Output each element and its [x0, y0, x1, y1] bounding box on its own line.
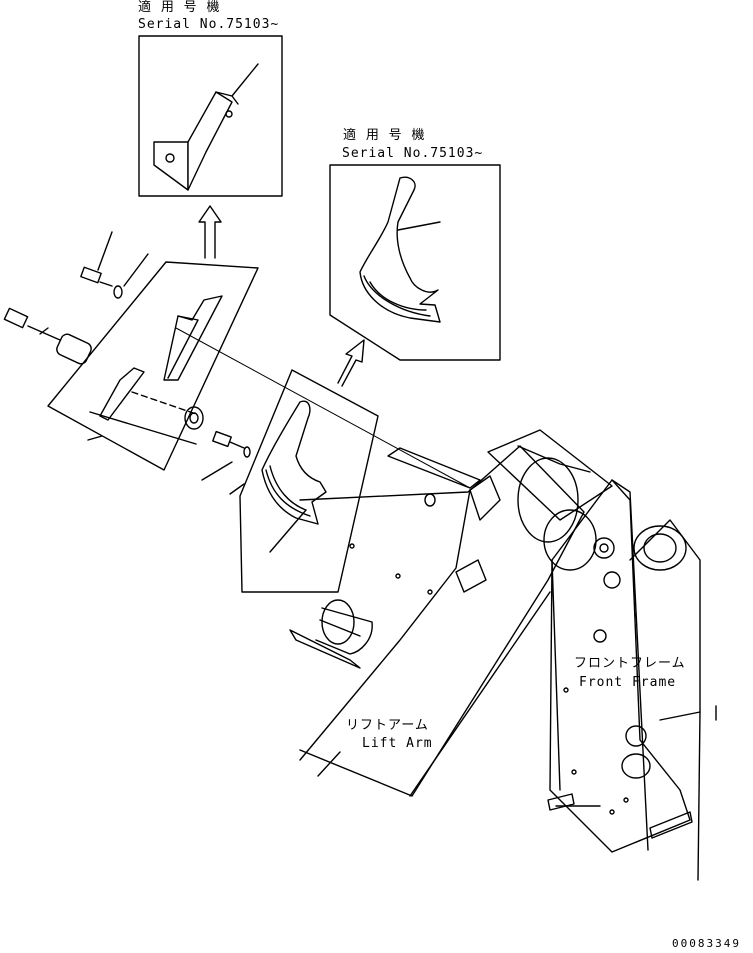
bracket-panel: [47, 261, 259, 471]
arm-pivot: [487, 429, 613, 571]
callout-left-serial-label: Serial No.75103~: [138, 17, 280, 32]
nut-ring: [184, 406, 204, 430]
washer-upper: [113, 253, 149, 299]
front-frame: [547, 479, 717, 881]
arrow-diagonal: [337, 339, 365, 387]
callout-box-bracket: [138, 35, 283, 197]
sensor-switch: [3, 307, 92, 365]
bolt-lower: [201, 430, 251, 481]
bolt-upper: [80, 231, 113, 287]
callout-box-guard: [329, 164, 501, 361]
lift-arm-label-jp: リフトアーム: [346, 718, 429, 733]
lift-arm-label-en: Lift Arm: [362, 736, 433, 751]
guard-panel: [229, 369, 379, 593]
callout-right-serial-label: Serial No.75103~: [342, 146, 484, 161]
callout-left-applicability-label: 適 用 号 機: [138, 0, 221, 15]
drawing-number: 00083349: [672, 937, 741, 950]
front-frame-label-jp: フロントフレーム: [574, 656, 686, 671]
callout-right-applicability-label: 適 用 号 機: [343, 128, 426, 143]
front-frame-label-en: Front Frame: [579, 675, 677, 690]
tube-part: [289, 599, 373, 669]
lift-arm: [299, 445, 585, 797]
arrow-up-left: [198, 205, 222, 259]
